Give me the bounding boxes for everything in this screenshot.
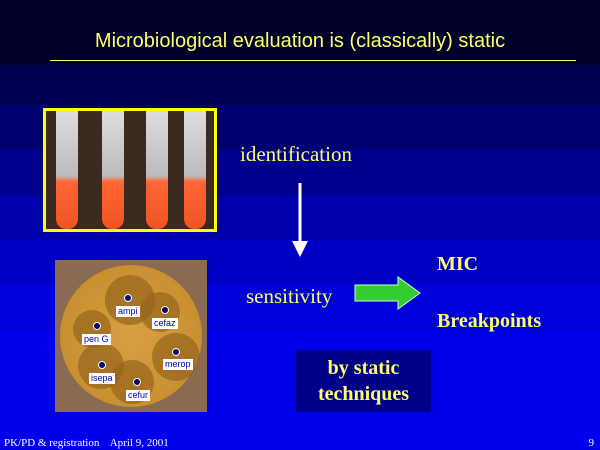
static-box-line: techniques bbox=[317, 383, 410, 405]
slide-title: Microbiological evaluation is (classical… bbox=[94, 30, 506, 52]
static-techniques-box: by static techniques bbox=[296, 350, 431, 412]
mic-label: MIC bbox=[437, 253, 479, 275]
static-box-line: by static bbox=[327, 357, 400, 379]
test-tubes-image bbox=[43, 108, 217, 232]
disk-label: pen G bbox=[82, 334, 111, 345]
petri-dish-image: ampi cefaz pen G merop isepa cefur bbox=[55, 260, 207, 412]
footer-text: PK/PD & registration April 9, 2001 bbox=[4, 437, 169, 449]
disk-label: merop bbox=[163, 359, 193, 370]
sensitivity-label: sensitivity bbox=[246, 284, 333, 308]
disk-label: isepa bbox=[89, 373, 115, 384]
disk-label: cefur bbox=[126, 390, 151, 401]
disk-label: cefaz bbox=[152, 318, 178, 329]
title-underline bbox=[50, 60, 576, 61]
page-number: 9 bbox=[588, 437, 595, 449]
right-arrow-icon bbox=[354, 276, 421, 310]
identification-label: identification bbox=[240, 142, 352, 166]
down-arrow-icon bbox=[292, 183, 308, 257]
disk-label: ampi bbox=[116, 306, 140, 317]
breakpoints-label: Breakpoints bbox=[437, 310, 542, 332]
